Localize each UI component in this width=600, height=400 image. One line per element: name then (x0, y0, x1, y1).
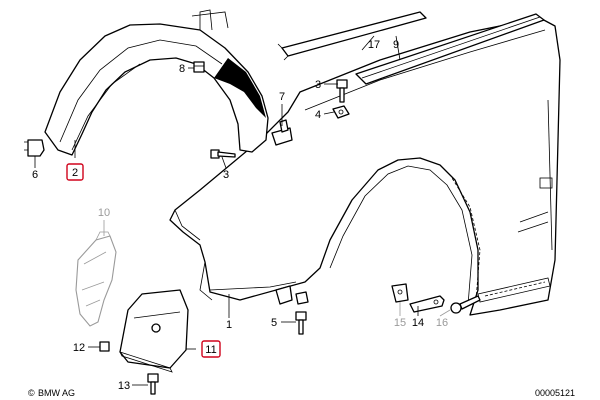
clip-nut-4 (332, 105, 350, 119)
bracket-15 (391, 283, 409, 303)
nut-8 (193, 61, 205, 73)
front-fender (169, 17, 561, 316)
bracket-14 (409, 295, 445, 313)
callout-3-upper: 3 (315, 79, 321, 91)
liner-clip (24, 139, 45, 157)
screw-5 (295, 311, 307, 335)
splash-shield-10 (75, 231, 117, 327)
callout-13: 13 (118, 380, 130, 392)
trim-strip-17 (277, 11, 427, 61)
screw-13 (147, 373, 159, 395)
callout-16: 16 (436, 317, 448, 329)
bolt-16 (450, 295, 481, 314)
trim-strip-9 (355, 13, 545, 85)
copyright-symbol: © (28, 388, 35, 398)
clip-7 (271, 119, 293, 146)
leader-lines (34, 35, 451, 386)
callout-5: 5 (271, 317, 277, 329)
callout-3-lower: 3 (223, 169, 229, 181)
callout-9: 9 (393, 39, 399, 51)
drawing-number: 00005121 (535, 388, 575, 398)
wheel-arch-liner (44, 9, 269, 156)
clip-12 (99, 341, 110, 352)
callout-11-highlight-box (201, 340, 221, 358)
callout-6: 6 (32, 169, 38, 181)
callout-2-highlight-box (66, 163, 84, 181)
callout-labels: 1 2 3 3 4 5 6 7 8 9 10 11 12 13 14 15 16… (32, 39, 448, 392)
callout-1: 1 (226, 319, 232, 331)
callout-17: 17 (368, 39, 380, 51)
callout-14: 14 (412, 317, 424, 329)
callout-12: 12 (73, 342, 85, 354)
callout-10: 10 (98, 207, 110, 219)
screw-3-lower (210, 149, 236, 159)
callout-15: 15 (394, 317, 406, 329)
callout-8: 8 (179, 63, 185, 75)
brand-label: BMW AG (38, 388, 75, 398)
callout-11[interactable]: 11 (205, 344, 216, 356)
callout-4: 4 (315, 109, 321, 121)
callout-7: 7 (279, 91, 285, 103)
bracket-on-fender (275, 285, 309, 305)
footer: © BMW AG 00005121 (28, 388, 575, 398)
cover-plate-11 (119, 289, 189, 373)
callout-2[interactable]: 2 (72, 167, 78, 179)
